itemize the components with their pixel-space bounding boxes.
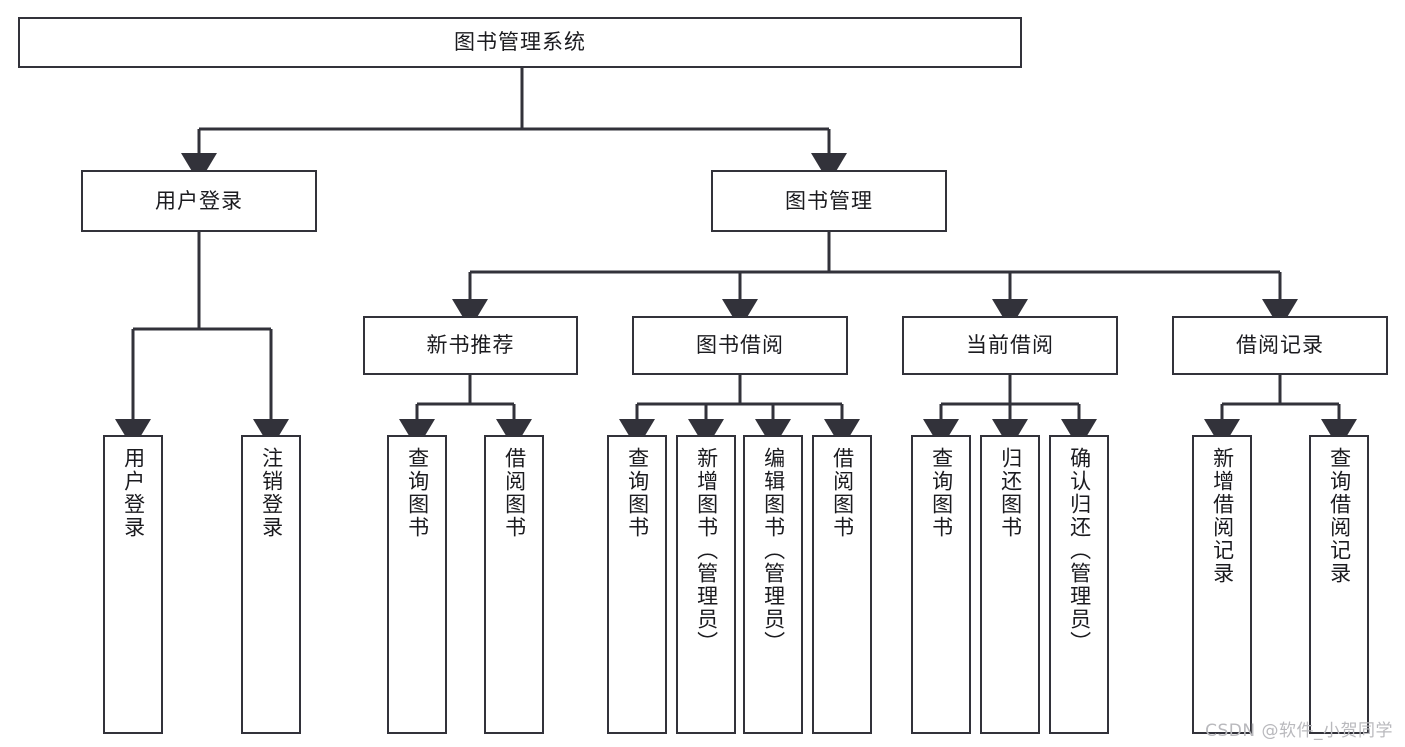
leaf-label: 新增借阅记录 bbox=[1210, 447, 1235, 585]
node-label: 图书借阅 bbox=[696, 333, 784, 357]
leaf-book-borrow-edit-book-admin[interactable]: 编辑图书（管理员） bbox=[743, 435, 803, 734]
leaf-borrow-record-query-record[interactable]: 查询借阅记录 bbox=[1309, 435, 1369, 734]
node-label: 新书推荐 bbox=[426, 333, 515, 357]
leaf-label: 编辑图书（管理员） bbox=[761, 447, 786, 654]
leaf-label: 归还图书 bbox=[998, 447, 1023, 539]
leaf-current-borrow-confirm-return-admin[interactable]: 确认归还（管理员） bbox=[1049, 435, 1109, 734]
node-book-borrow[interactable]: 图书借阅 bbox=[632, 316, 848, 375]
leaf-current-borrow-query-book[interactable]: 查询图书 bbox=[911, 435, 971, 734]
leaf-user-login-login[interactable]: 用户登录 bbox=[103, 435, 163, 734]
node-new-book-recommend[interactable]: 新书推荐 bbox=[363, 316, 578, 375]
leaf-label: 借阅图书 bbox=[502, 447, 527, 539]
node-label: 图书管理 bbox=[785, 188, 873, 213]
leaf-label: 借阅图书 bbox=[830, 447, 855, 539]
leaf-book-borrow-add-book-admin[interactable]: 新增图书（管理员） bbox=[676, 435, 736, 734]
leaf-label: 查询图书 bbox=[929, 447, 954, 539]
node-user-login[interactable]: 用户登录 bbox=[81, 170, 317, 232]
node-book-management[interactable]: 图书管理 bbox=[711, 170, 947, 232]
node-label: 当前借阅 bbox=[966, 333, 1054, 357]
leaf-label: 新增图书（管理员） bbox=[694, 447, 719, 654]
node-current-borrow[interactable]: 当前借阅 bbox=[902, 316, 1118, 375]
leaf-label: 查询借阅记录 bbox=[1327, 447, 1352, 585]
leaf-label: 确认归还（管理员） bbox=[1067, 447, 1092, 654]
leaf-user-login-logout[interactable]: 注销登录 bbox=[241, 435, 301, 734]
leaf-borrow-record-add-record[interactable]: 新增借阅记录 bbox=[1192, 435, 1252, 734]
leaf-label: 注销登录 bbox=[259, 447, 284, 539]
csdn-watermark: CSDN @软件_小贺同学 bbox=[1205, 721, 1393, 741]
leaf-label: 用户登录 bbox=[121, 447, 146, 539]
node-root-book-management-system[interactable]: 图书管理系统 bbox=[18, 17, 1022, 68]
leaf-new-book-borrow-book[interactable]: 借阅图书 bbox=[484, 435, 544, 734]
leaf-book-borrow-query-book[interactable]: 查询图书 bbox=[607, 435, 667, 734]
leaf-current-borrow-return-book[interactable]: 归还图书 bbox=[980, 435, 1040, 734]
node-label: 借阅记录 bbox=[1236, 333, 1324, 357]
leaf-new-book-query-book[interactable]: 查询图书 bbox=[387, 435, 447, 734]
leaf-book-borrow-borrow-book[interactable]: 借阅图书 bbox=[812, 435, 872, 734]
leaf-label: 查询图书 bbox=[625, 447, 650, 539]
node-label: 图书管理系统 bbox=[454, 30, 586, 54]
leaf-label: 查询图书 bbox=[405, 447, 430, 539]
node-label: 用户登录 bbox=[155, 188, 243, 213]
node-borrow-record[interactable]: 借阅记录 bbox=[1172, 316, 1388, 375]
